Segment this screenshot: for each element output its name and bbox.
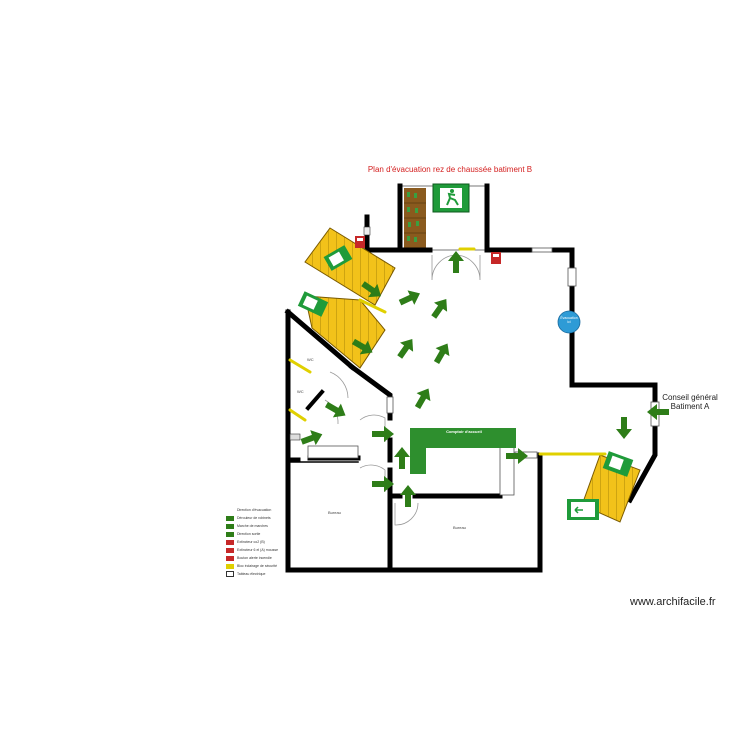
evacuation-arrow xyxy=(429,339,455,367)
exit-sign-top xyxy=(432,183,470,213)
evacuation-arrow xyxy=(393,334,419,362)
legend-item: Marche de marches xyxy=(226,522,278,530)
plan-title: Plan d'évacuation rez de chaussée batime… xyxy=(367,165,533,174)
hose-reel-icon xyxy=(226,515,234,521)
foam-extinguisher-icon xyxy=(226,547,234,553)
legend-item: Tableau électrique xyxy=(226,570,278,578)
fire-alarm-button-icon xyxy=(226,555,234,561)
watermark[interactable]: www.archifacile.fr xyxy=(630,596,716,608)
assembly-point-label: Évacuation ici xyxy=(560,316,578,324)
legend-item: Extincteur co2 (B) xyxy=(226,538,278,546)
room-label-bureau-left: Bureau xyxy=(328,510,341,515)
emergency-light-icon xyxy=(226,563,234,569)
room-label-wc-upper: WC xyxy=(307,357,314,362)
doors xyxy=(324,254,481,526)
legend-label: Dérouleur de robinets xyxy=(237,516,271,520)
assembly-point xyxy=(557,310,581,334)
legend-label: Bouton alerte incendie xyxy=(237,556,272,560)
legend-item: Direction d'évacuation xyxy=(226,506,278,521)
co2-extinguisher-icon xyxy=(226,539,234,545)
evacuation-arrow xyxy=(616,417,632,439)
stairs-icon xyxy=(226,523,234,529)
legend-label: Bloc éclairage de sécurité xyxy=(237,564,278,568)
assembly-line1: Évacuation xyxy=(560,316,578,320)
emergency-lights xyxy=(288,247,607,456)
room-label-bureau-right: Bureau xyxy=(453,525,466,530)
room-label-wc-lower: WC xyxy=(297,389,304,394)
stairs xyxy=(304,227,641,523)
legend-label: Direction d'évacuation xyxy=(237,508,272,512)
green-arrow-icon xyxy=(226,508,234,521)
assembly-line2: ici xyxy=(567,320,571,324)
legend-label: Tableau électrique xyxy=(237,572,266,576)
neighbor-label-line1: Conseil général xyxy=(662,393,718,402)
evacuation-arrow xyxy=(448,251,464,273)
exit-signs-stairs xyxy=(297,245,634,520)
legend-label: Direction sortie xyxy=(237,532,261,536)
electrical-panel-icon xyxy=(226,571,234,577)
legend-label: Extincteur 6 el (A) mousse xyxy=(237,548,279,552)
legend-item: Bouton alerte incendie xyxy=(226,554,278,562)
legend-label: Extincteur co2 (B) xyxy=(237,540,265,544)
evacuation-arrow xyxy=(396,286,424,310)
neighbor-building-label: Conseil général Batiment A xyxy=(655,393,725,411)
legend-item: Extincteur 6 el (A) mousse xyxy=(226,546,278,554)
evacuation-arrow xyxy=(427,294,453,322)
evacuation-arrow xyxy=(410,384,436,412)
legend: Direction d'évacuation Dérouleur de robi… xyxy=(226,506,278,578)
legend-label: Marche de marches xyxy=(237,524,268,528)
exit-sign-icon xyxy=(226,531,234,537)
legend-item: Bloc éclairage de sécurité xyxy=(226,562,278,570)
evacuation-arrow xyxy=(394,447,410,469)
legend-item: Direction sortie xyxy=(226,530,278,538)
neighbor-label-line2: Batiment A xyxy=(670,402,710,411)
room-label-comptoir: Comptoir d'accueil xyxy=(446,429,482,434)
fire-equipment xyxy=(289,226,501,441)
reception-counter xyxy=(410,428,516,474)
legend-item: Dérouleur de robinets xyxy=(226,514,278,522)
